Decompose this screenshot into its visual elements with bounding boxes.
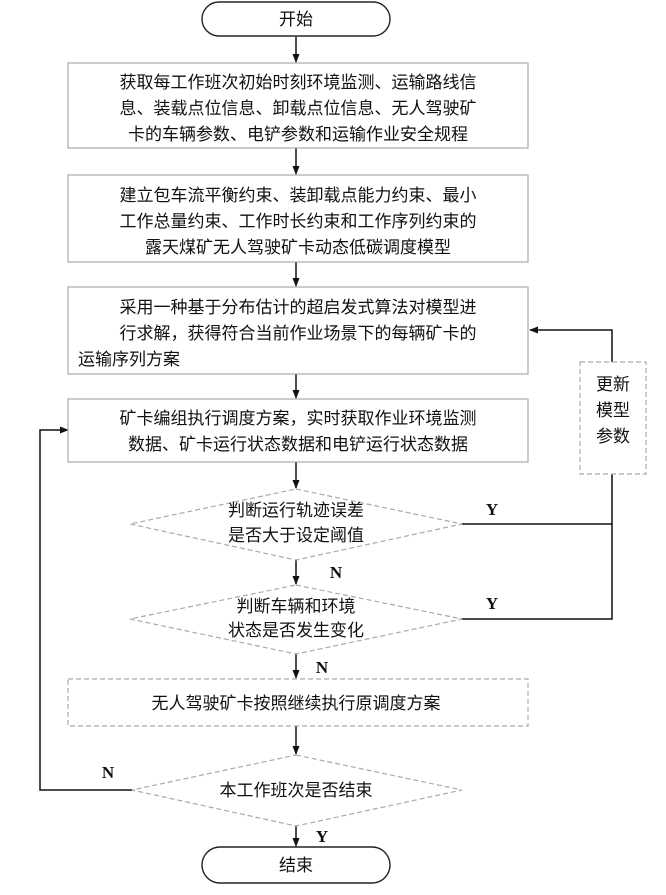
step1-line-1: 获取每工作班次初始时刻环境监测、运输路线信 bbox=[120, 73, 477, 93]
step2-line-1: 建立包车流平衡约束、装卸载点能力约束、最小 bbox=[120, 186, 477, 206]
start-node: 开始 bbox=[202, 2, 390, 36]
decision2-yes-label: Y bbox=[486, 594, 498, 613]
step4-line-2: 数据、矿卡运行状态数据和电铲运行状态数据 bbox=[128, 435, 468, 455]
decision1-line-1: 判断运行轨迹误差 bbox=[228, 501, 364, 521]
decision2-node: 判断车辆和环境 状态是否发生变化 bbox=[130, 585, 462, 654]
edge-decision1-yes bbox=[462, 474, 612, 524]
decision3-label: 本工作班次是否结束 bbox=[220, 781, 373, 801]
step3-node: 采用一种基于分布估计的超启发式算法对模型进 行求解，获得符合当前作业场景下的每辆… bbox=[68, 287, 528, 374]
step3-line-1: 采用一种基于分布估计的超启发式算法对模型进 bbox=[120, 298, 477, 318]
update-line-3: 参数 bbox=[596, 427, 630, 447]
decision2-diamond bbox=[130, 585, 462, 654]
step2-line-2: 工作总量约束、工作时长约束和工作序列约束的 bbox=[120, 212, 477, 232]
decision2-line-2: 状态是否发生变化 bbox=[228, 621, 364, 641]
step5-node: 无人驾驶矿卡按照继续执行原调度方案 bbox=[68, 679, 528, 726]
decision1-diamond bbox=[130, 489, 462, 560]
step4-line-1: 矿卡编组执行调度方案，实时获取作业环境监测 bbox=[120, 409, 477, 429]
step3-line-2: 行求解，获得符合当前作业场景下的每辆矿卡的 bbox=[120, 324, 477, 344]
step5-label: 无人驾驶矿卡按照继续执行原调度方案 bbox=[152, 694, 441, 714]
start-label: 开始 bbox=[279, 10, 313, 30]
edge-decision3-no bbox=[40, 430, 132, 790]
step1-node: 获取每工作班次初始时刻环境监测、运输路线信 息、装载点位信息、卸载点位信息、无人… bbox=[68, 63, 528, 148]
decision1-no-label: N bbox=[330, 563, 343, 582]
decision2-line-1: 判断车辆和环境 bbox=[237, 597, 356, 617]
step3-line-3: 运输序列方案 bbox=[78, 350, 180, 370]
decision2-no-label: N bbox=[316, 658, 329, 677]
step2-node: 建立包车流平衡约束、装卸载点能力约束、最小 工作总量约束、工作时长约束和工作序列… bbox=[68, 175, 528, 262]
edge-decision2-yes bbox=[462, 524, 612, 619]
decision1-yes-label: Y bbox=[486, 500, 498, 519]
end-label: 结束 bbox=[279, 856, 313, 876]
decision3-yes-label: Y bbox=[316, 827, 328, 846]
step1-line-3: 卡的车辆参数、电铲参数和运输作业安全规程 bbox=[128, 125, 468, 145]
decision3-node: 本工作班次是否结束 bbox=[132, 755, 462, 826]
end-node: 结束 bbox=[202, 847, 390, 883]
step4-node: 矿卡编组执行调度方案，实时获取作业环境监测 数据、矿卡运行状态数据和电铲运行状态… bbox=[68, 399, 528, 462]
update-line-1: 更新 bbox=[596, 375, 630, 395]
update-node: 更新 模型 参数 bbox=[580, 362, 646, 474]
edge-update-step3 bbox=[530, 330, 612, 362]
decision3-no-label: N bbox=[102, 763, 115, 782]
step2-line-3: 露天煤矿无人驾驶矿卡动态低碳调度模型 bbox=[145, 238, 451, 258]
step1-line-2: 息、装载点位信息、卸载点位信息、无人驾驶矿 bbox=[120, 99, 477, 119]
decision1-line-2: 是否大于设定阈值 bbox=[228, 526, 364, 546]
decision1-node: 判断运行轨迹误差 是否大于设定阈值 bbox=[130, 489, 462, 560]
update-line-2: 模型 bbox=[596, 401, 630, 421]
